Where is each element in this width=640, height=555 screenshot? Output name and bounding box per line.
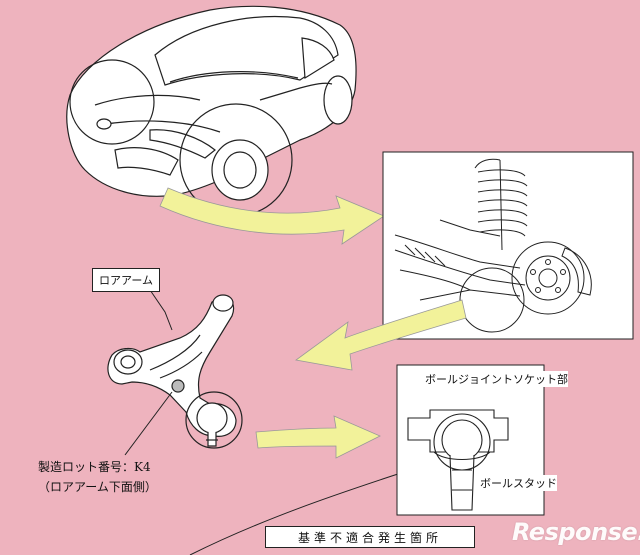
suspension-panel	[382, 151, 634, 340]
ball-joint-panel	[396, 364, 545, 516]
lower-arm-illustration	[107, 294, 243, 449]
ball-joint-socket-label: ボールジョイントソケット部	[425, 371, 568, 387]
ball-stud-label: ボールスタッド	[480, 475, 557, 491]
lot-number-label: 製造ロット番号：K4	[38, 460, 151, 474]
pointer-arrow-1	[159, 187, 385, 245]
pointer-arrow-2	[295, 299, 467, 371]
pointer-arrow-3	[255, 415, 381, 459]
lower-arm-label: ロアアーム	[92, 268, 161, 292]
car-illustration	[66, 5, 357, 217]
nonconformity-location-caption: 基準不適合発生箇所	[265, 526, 475, 548]
lot-location-label: （ロアアーム下面側）	[38, 480, 157, 494]
response-logo: Response.	[512, 518, 640, 546]
